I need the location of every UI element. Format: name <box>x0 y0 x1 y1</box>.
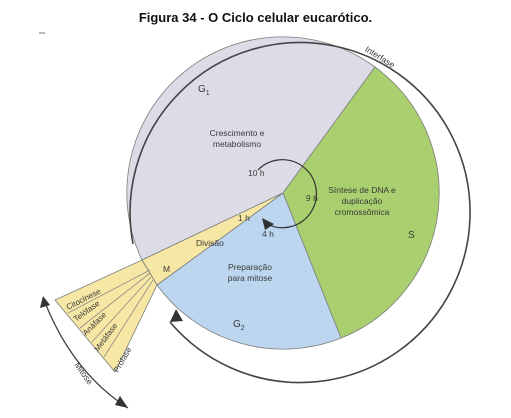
s-sector <box>282 66 440 339</box>
m-desc: Divisão <box>196 238 224 248</box>
s-desc-line3: cromossômica <box>335 207 390 217</box>
m-duration: 1 h <box>238 213 250 223</box>
figure-title: Figura 34 - O Ciclo celular eucarótico. <box>138 10 373 25</box>
s-desc-line1: Síntese de DNA e <box>328 185 396 195</box>
g2-duration: 4 h <box>262 229 274 239</box>
interphase-arrowhead <box>170 309 183 322</box>
interphase-ring <box>129 41 471 384</box>
g1-desc-line2: metabolismo <box>213 139 261 149</box>
g1-desc-line1: Crescimento e <box>210 128 265 138</box>
m-label: M <box>163 264 170 274</box>
s-duration: 9 h <box>306 193 318 203</box>
mitosis-bracket-arrow-top <box>40 296 50 308</box>
mitosis-label: Mitose <box>72 360 95 386</box>
s-desc-line2: duplicação <box>342 196 383 206</box>
g2-desc-line1: Preparação <box>228 262 272 272</box>
cycle-arrow <box>257 159 317 229</box>
g2-desc-line2: para mitose <box>228 273 273 283</box>
g2-sector <box>156 192 342 350</box>
g1-duration: 10 h <box>248 168 265 178</box>
g2-label: G2 <box>233 319 245 332</box>
g1-label: G1 <box>198 84 210 97</box>
mitosis-bracket <box>43 299 129 409</box>
g1-sector <box>126 36 376 261</box>
mitosis-fan-dividers <box>67 269 154 358</box>
mitosis-bracket-arrow-bottom <box>115 396 128 408</box>
cycle-arrowhead <box>262 218 274 230</box>
s-label: S <box>408 230 415 241</box>
